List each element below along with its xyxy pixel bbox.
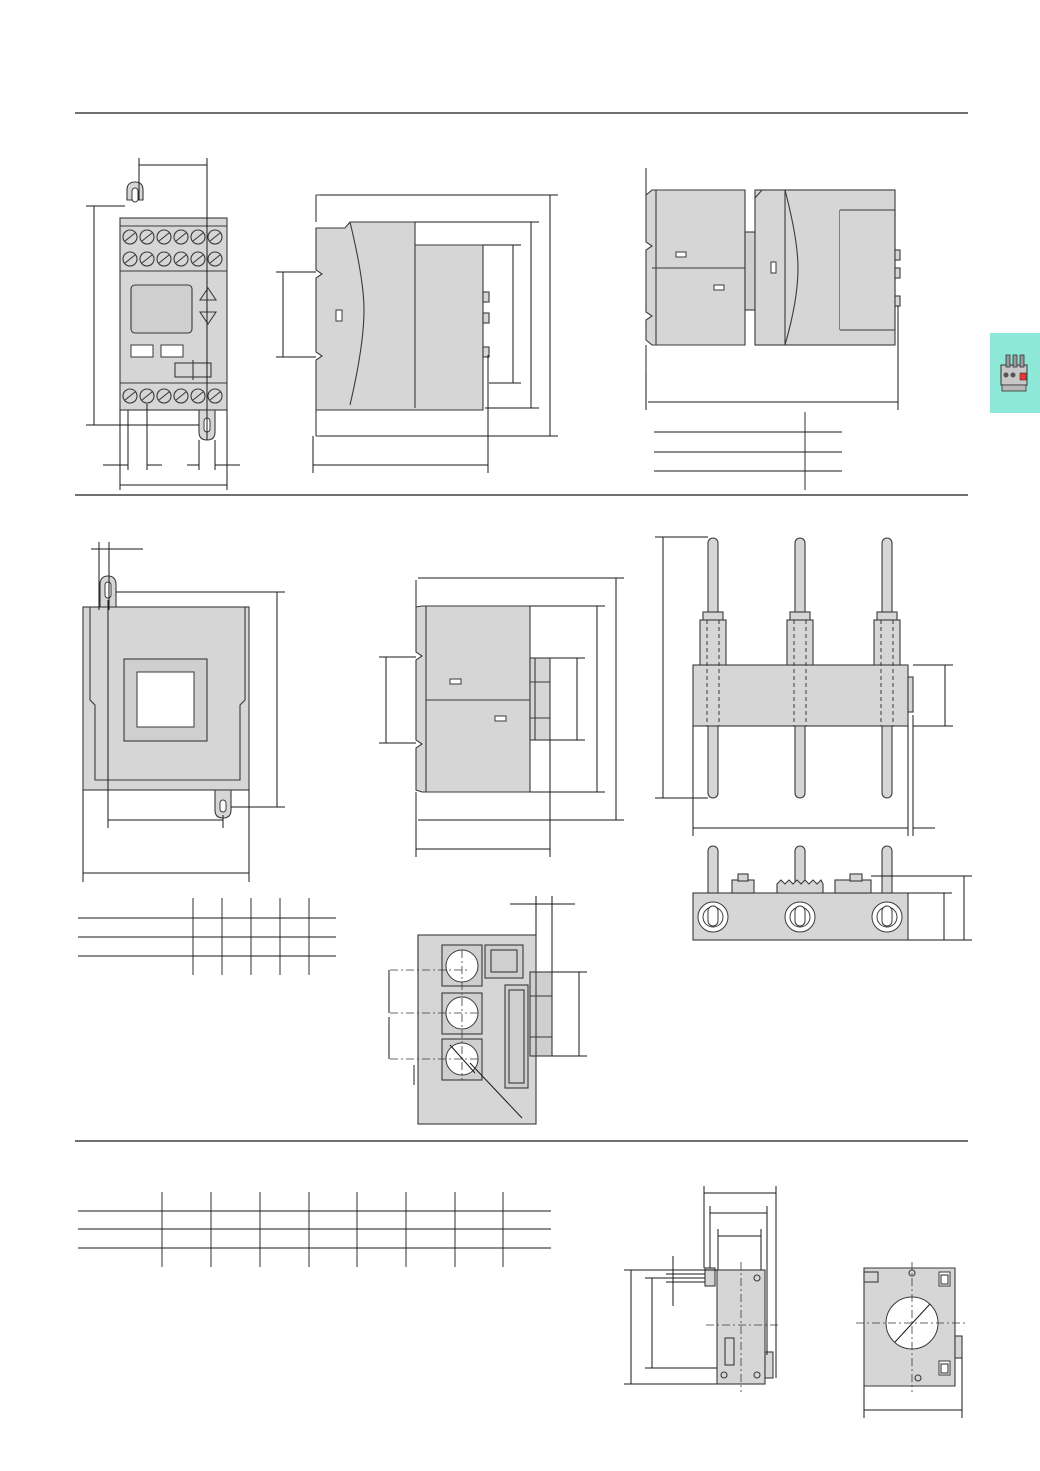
- large-relay-front-view: [78, 542, 336, 975]
- busbar-side-view: [692, 845, 972, 941]
- large-relay-side-view: [379, 577, 624, 857]
- overload-relay-icon: [1000, 354, 1028, 392]
- terminal-row-top: [122, 229, 223, 267]
- dimension-table: [78, 1192, 551, 1267]
- relay-front-view: [86, 158, 240, 490]
- section-tab[interactable]: [990, 333, 1040, 413]
- transformer-side-view: [624, 1186, 778, 1392]
- relay-top-view-terminals[interactable]: [388, 896, 587, 1125]
- relay-with-contactor-view: [645, 168, 901, 490]
- busbar-front-view: [655, 536, 953, 836]
- transformer-front-view: [856, 1262, 966, 1418]
- relay-side-view: [276, 194, 558, 473]
- terminal-row-bottom: [122, 388, 223, 404]
